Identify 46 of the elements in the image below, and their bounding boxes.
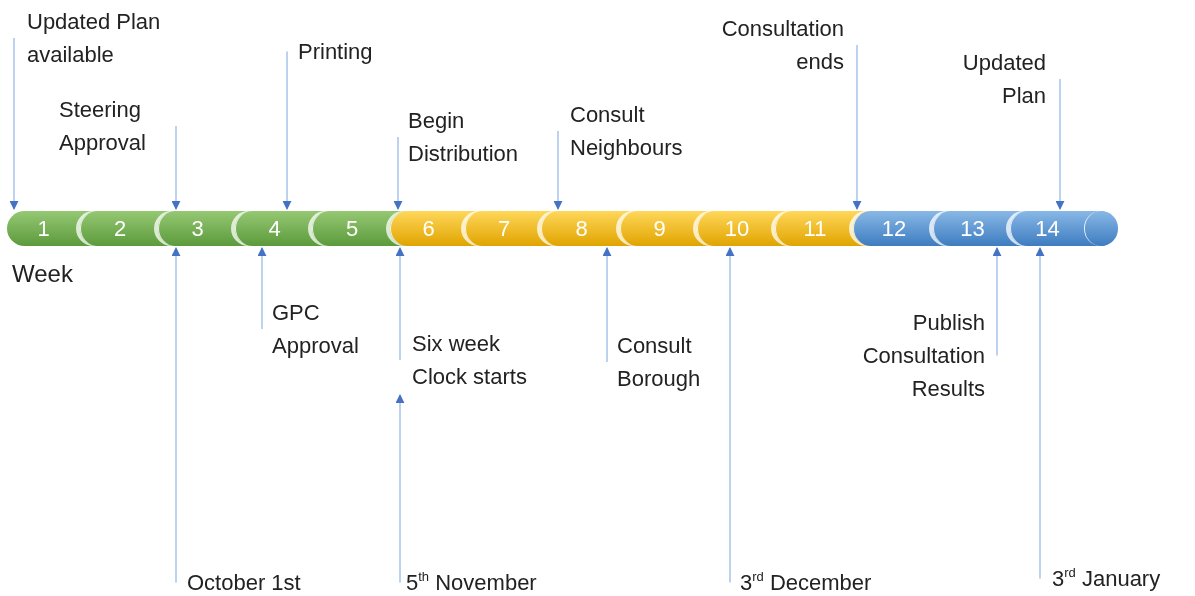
week-number: 7	[496, 215, 512, 243]
week-number: 2	[112, 215, 128, 243]
milestone-label: GPC Approval	[272, 296, 392, 362]
arrow	[282, 50, 292, 210]
week-number: 4	[267, 215, 282, 243]
week-number: 6	[421, 215, 436, 243]
week-number: 10	[723, 215, 751, 243]
arrow	[171, 247, 181, 584]
week-segment	[1010, 211, 1117, 246]
arrow	[257, 247, 267, 330]
week-number: 11	[802, 215, 828, 243]
week-number: 13	[959, 215, 986, 243]
milestone-label: Consult Neighbours	[570, 98, 720, 164]
date-label: October 1st	[187, 566, 327, 596]
date-label: 5$^{th}$ November	[406, 566, 576, 596]
milestone-label: Six week Clock starts	[412, 327, 540, 393]
milestone-label: Printing	[298, 35, 398, 68]
arrow	[1055, 78, 1065, 210]
arrow	[602, 247, 612, 363]
arrow	[553, 130, 563, 210]
milestone-label: Publish Consultation Results	[830, 306, 985, 405]
week-number: 1	[36, 215, 51, 243]
arrow	[9, 37, 19, 210]
arrow	[852, 44, 862, 210]
arrow	[393, 136, 403, 210]
week-number: 14	[1034, 215, 1061, 243]
arrow	[1035, 247, 1045, 580]
arrow	[171, 125, 181, 210]
week-number: 3	[190, 215, 205, 243]
axis-label: Week	[12, 259, 73, 289]
arrow	[725, 247, 735, 584]
milestone-label: Updated Plan available	[27, 5, 167, 71]
milestone-label: Begin Distribution	[408, 104, 558, 170]
date-label: 3$^{rd}$ January	[1052, 562, 1192, 595]
arrow	[395, 247, 405, 361]
week-number: 8	[574, 215, 589, 243]
date-label: 3$^{rd}$ December	[740, 566, 910, 596]
week-number: 5	[344, 215, 360, 243]
milestone-label: Updated Plan	[940, 46, 1046, 112]
week-number: 9	[652, 215, 667, 243]
arrow	[992, 247, 1002, 357]
arrow	[395, 394, 405, 584]
week-number: 12	[880, 215, 908, 243]
milestone-label: Steering Approval	[59, 93, 179, 159]
milestone-label: Consult Borough	[617, 329, 727, 395]
milestone-label: Consultation ends	[690, 12, 844, 78]
